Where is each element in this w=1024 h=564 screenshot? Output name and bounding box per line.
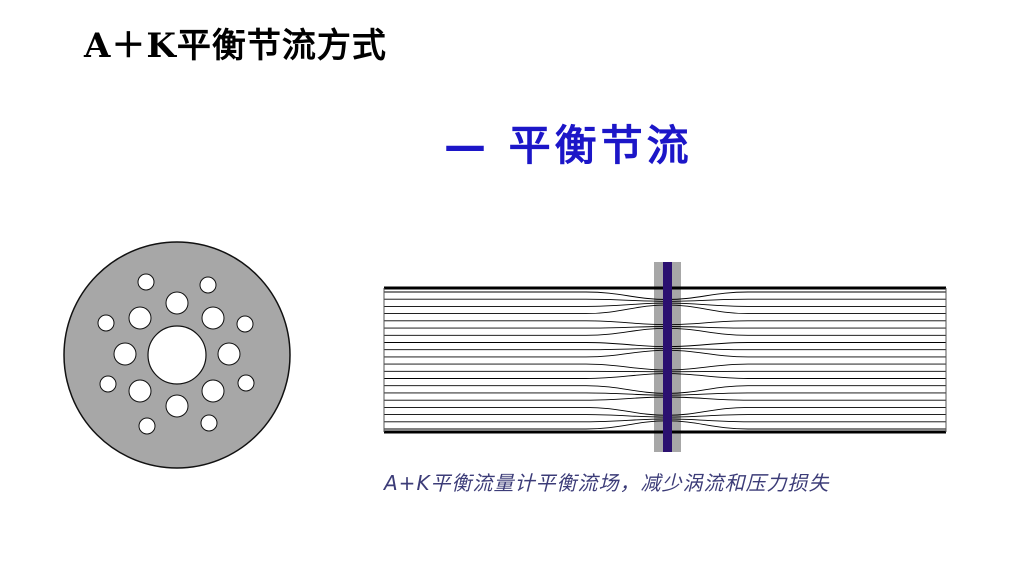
flow-diagram [383, 262, 947, 452]
plate-hole [200, 414, 218, 432]
page-title: A＋K平衡节流方式 [84, 26, 387, 66]
plate-holes [97, 273, 255, 435]
plate-hole [113, 342, 137, 366]
section-heading: — 平衡节流 [444, 121, 693, 170]
perforated-plate [63, 241, 291, 469]
plate-hole [128, 306, 152, 330]
plate-hole [217, 342, 241, 366]
figure-caption: A+K平衡流量计平衡流场，减少涡流和压力损失 [384, 471, 830, 495]
plate-hole [199, 276, 217, 294]
plate-hole [201, 379, 225, 403]
plate-hole [236, 315, 254, 333]
plate-hole [201, 306, 225, 330]
plate-hole [165, 394, 189, 418]
plate-hole [128, 379, 152, 403]
plate-hole [97, 314, 115, 332]
plate-hole [137, 273, 155, 291]
plate-hole [99, 375, 117, 393]
orifice-plate-bar [663, 262, 672, 452]
center-hole [147, 325, 207, 385]
plate-hole [138, 417, 156, 435]
plate-hole [165, 291, 189, 315]
plate-hole [237, 374, 255, 392]
